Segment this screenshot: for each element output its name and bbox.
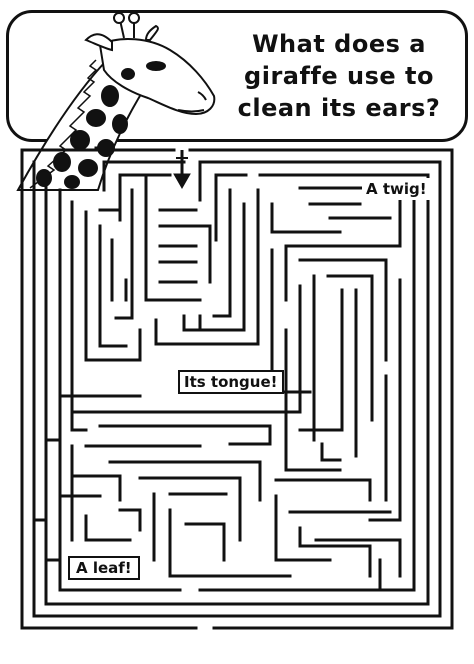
question-line-1: What does a [252,30,426,58]
question-line-2: giraffe use to [244,62,434,90]
answer-leaf-label: A leaf! [68,556,140,580]
answer-twig-label: A twig! [362,178,431,200]
arrow-down-icon [173,150,191,190]
maze-walls [20,146,454,630]
maze-question: What does a giraffe use to clean its ear… [208,28,470,124]
giraffe-illustration [16,12,216,191]
answer-tongue-label: Its tongue! [178,370,284,394]
question-line-3: clean its ears? [237,94,441,122]
